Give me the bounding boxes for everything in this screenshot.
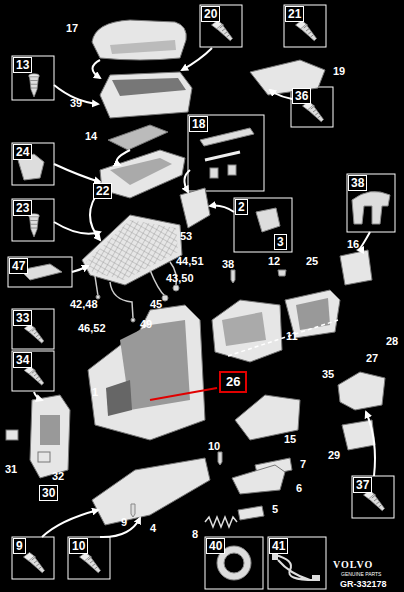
callout-number: 42,48 [70,298,98,310]
callout-number: 22 [96,184,109,198]
callout-box: 22 [93,183,112,199]
callout-number: 18 [192,117,205,131]
callout-box: 47 [9,258,28,274]
callout-number: 19 [333,65,345,77]
callout-box: 23 [13,200,32,216]
callout-box: 2 [235,199,248,215]
callout-box: 38 [348,175,367,191]
brand-mark: GR-332178 [340,578,387,590]
callout-number: 4 [150,522,156,534]
callout-number: 25 [306,255,318,267]
callout-number: 46,52 [78,322,106,334]
callout-number: 23 [16,201,29,215]
callout-number: 10 [72,539,85,553]
callout-box: 40 [206,538,225,554]
callout-box: 41 [269,538,288,554]
callout-number: 41 [272,539,285,553]
callout-number: 3 [277,235,284,249]
callout-number: 37 [356,478,369,492]
callout-box: 33 [13,310,32,326]
callout-number: 8 [192,528,198,540]
callout-number: 43,50 [166,272,194,284]
callout-number: 45 [150,298,162,310]
callout-box: 9 [13,538,26,554]
callout-number: 49 [140,318,152,330]
callout-number: 28 [386,335,398,347]
callout-number: 9 [121,516,127,528]
callout-number: 36 [295,89,308,103]
callout-number: 27 [366,352,378,364]
callout-number: 26 [226,374,240,389]
callout-number: 29 [328,449,340,461]
callout-number: 34 [16,353,29,367]
callout-number: 15 [284,433,296,445]
callout-box: 24 [13,144,32,160]
brand-mark: VOLVO [333,559,373,571]
callout-number: 6 [296,482,302,494]
callout-number: 35 [322,368,334,380]
callout-number: 11 [286,330,298,342]
callout-number: 16 [347,238,359,250]
callout-number: 24 [16,145,29,159]
callout-box: 30 [39,485,58,501]
callout-box: 18 [189,116,208,132]
callout-number: 31 [5,463,17,475]
callout-box: 37 [353,477,372,493]
callout-number: 39 [70,97,82,109]
callout-box: 34 [13,352,32,368]
callout-number: 40 [209,539,222,553]
callout-number: 53 [180,230,192,242]
callout-number: 17 [66,22,78,34]
callout-number: 38 [222,258,234,270]
callout-number: 21 [288,7,301,21]
callout-number: 7 [300,458,306,470]
callout-number: 30 [42,486,55,500]
callout-number: 14 [85,130,97,142]
callout-number: 44,51 [176,255,204,267]
callout-number: 10 [208,440,220,452]
callout-number: 2 [238,200,245,214]
callout-box: 13 [13,57,32,73]
callout-number: 1 [92,386,98,398]
callout-number: 13 [16,58,29,72]
callout-number: 20 [204,7,217,21]
callout-box: 21 [285,6,304,22]
callout-number: 9 [16,539,23,553]
callout-box: 36 [292,88,311,104]
callout-box: 3 [274,234,287,250]
callout-number: 47 [12,259,25,273]
callout-number: 32 [52,470,64,482]
callout-number: 33 [16,311,29,325]
brand-mark: GENUINE PARTS [341,571,381,577]
highlight-callout: 26 [219,371,247,393]
callout-number: 12 [268,255,280,267]
callout-box: 20 [201,6,220,22]
callout-number: 5 [272,503,278,515]
callout-number: 38 [351,176,364,190]
callout-box: 10 [69,538,88,554]
